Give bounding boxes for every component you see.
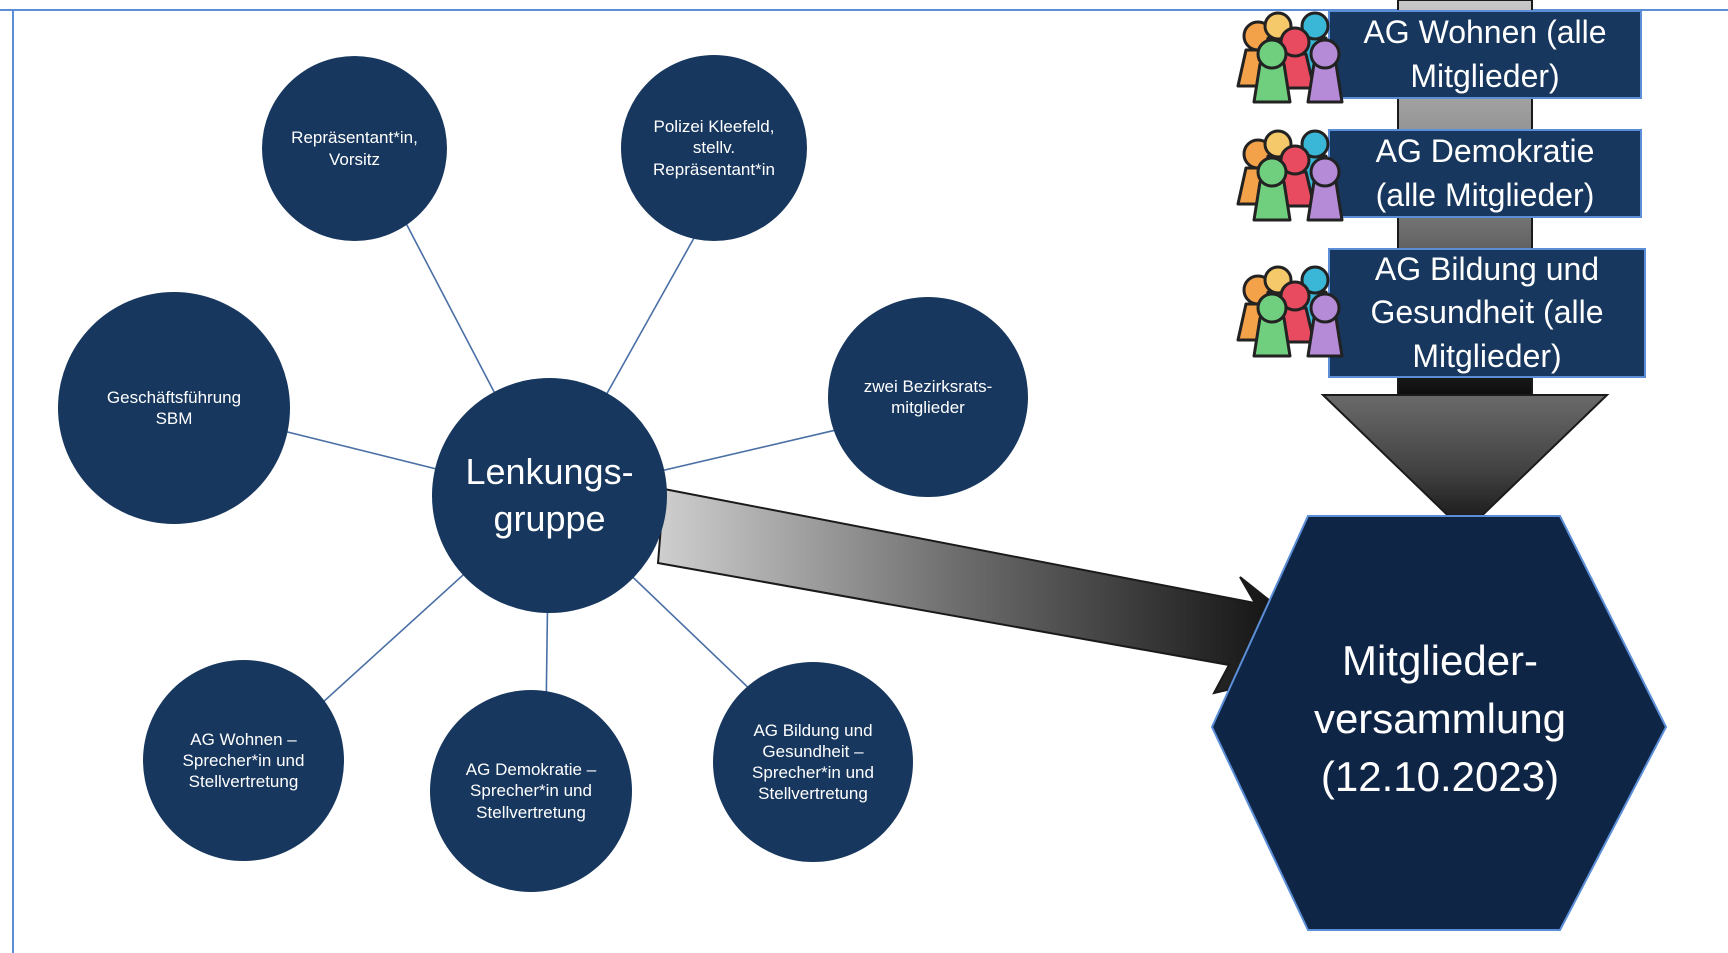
node-label: Repräsentant*in, Vorsitz — [291, 128, 418, 169]
center-label: Lenkungs- gruppe — [465, 450, 634, 539]
assembly-hexagon — [1210, 515, 1668, 931]
node-label: AG Demokratie – Sprecher*in und Stellver… — [465, 760, 597, 822]
box-label: AG Wohnen (alle Mitglieder) — [1363, 14, 1607, 94]
node-label: Geschäftsführung SBM — [106, 387, 242, 428]
node-ag-bildung: AG Bildung und Gesundheit – Sprecher*in … — [713, 662, 913, 862]
node-label: AG Wohnen – Sprecher*in und Stellvertret… — [182, 729, 305, 792]
node-label: Polizei Kleefeld, stellv. Repräsentant*i… — [653, 117, 775, 179]
box-ag-demokratie: AG Demokratie (alle Mitglieder) — [1328, 129, 1642, 218]
frame-top-line — [0, 9, 1728, 11]
assembly-label: Mitglieder- versammlung (12.10.2023) — [1313, 637, 1567, 800]
people-group-icon — [1236, 265, 1344, 358]
people-group-icon — [1236, 129, 1344, 222]
frame-left-line — [12, 9, 14, 953]
box-ag-bildung: AG Bildung und Gesundheit (alle Mitglied… — [1328, 248, 1646, 378]
node-label: AG Bildung und Gesundheit – Sprecher*in … — [752, 720, 874, 804]
node-repraesentant: Repräsentant*in, Vorsitz — [262, 56, 447, 241]
box-ag-wohnen: AG Wohnen (alle Mitglieder) — [1328, 10, 1642, 99]
node-polizei: Polizei Kleefeld, stellv. Repräsentant*i… — [621, 55, 807, 241]
box-label: AG Demokratie (alle Mitglieder) — [1375, 133, 1595, 213]
node-bezirksrat: zwei Bezirksrats- mitglieder — [828, 297, 1028, 497]
people-group-icon — [1236, 11, 1344, 104]
node-geschaeftsfuehrung: Geschäftsführung SBM — [58, 292, 290, 524]
node-label: zwei Bezirksrats- mitglieder — [863, 376, 993, 417]
node-lenkungsgruppe: Lenkungs- gruppe — [432, 378, 667, 613]
node-ag-wohnen: AG Wohnen – Sprecher*in und Stellvertret… — [143, 660, 344, 861]
box-label: AG Bildung und Gesundheit (alle Mitglied… — [1370, 251, 1604, 374]
node-ag-demokratie: AG Demokratie – Sprecher*in und Stellver… — [430, 690, 632, 892]
